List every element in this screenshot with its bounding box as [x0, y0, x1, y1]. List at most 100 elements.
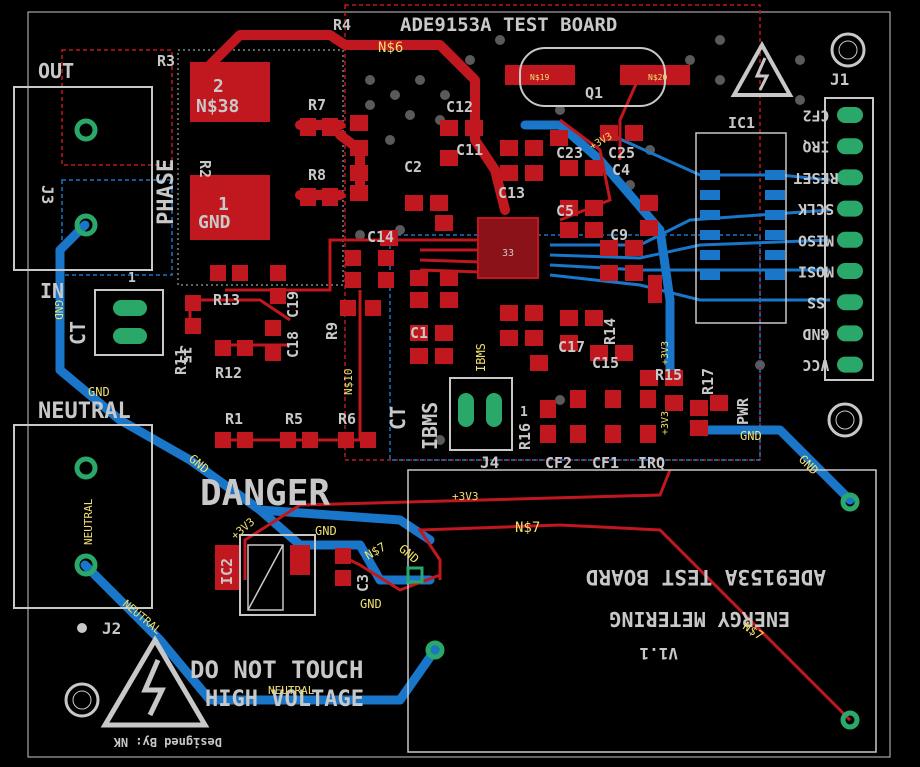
- q1-crystal-outline: [519, 47, 666, 107]
- ref-c9: C9: [610, 226, 628, 244]
- ref-r15: R15: [655, 366, 682, 384]
- ref-c25: C25: [608, 144, 635, 162]
- net-v33: +3V3: [452, 490, 479, 503]
- net-n6: N$6: [378, 40, 403, 56]
- ref-c5: C5: [556, 202, 574, 220]
- ref-r6: R6: [338, 410, 356, 428]
- net-v33e: +3V3: [660, 411, 671, 435]
- in-label: IN: [40, 279, 64, 303]
- net-gnd1: GND: [88, 385, 110, 399]
- out-label: OUT: [38, 59, 74, 83]
- ref-cf1: CF1: [592, 454, 619, 472]
- ref-r2: R2: [196, 160, 214, 178]
- j1-pad: [837, 169, 863, 186]
- ct-label-j4: CT: [386, 406, 410, 430]
- net-gnd8: GND: [52, 300, 65, 320]
- ref-c11: C11: [456, 141, 483, 159]
- net-ibms_net: IBMS: [474, 343, 488, 372]
- j3-terminal-block: [13, 86, 153, 271]
- net-n7: N$7: [515, 520, 540, 536]
- j3-label: J3: [38, 185, 57, 204]
- header-pin-label-miso: MISO: [798, 231, 834, 249]
- ref-c4: C4: [612, 161, 630, 179]
- j1-pad: [837, 263, 863, 279]
- ref-c18: C18: [284, 331, 302, 358]
- j1-pad: [837, 200, 863, 217]
- mounting-holes: [64, 32, 866, 718]
- ref-c2: C2: [404, 158, 422, 176]
- ref-r4: R4: [333, 16, 351, 34]
- ct-label-j5: CT: [66, 321, 90, 345]
- j4-label: J4: [480, 453, 499, 472]
- header-pin-label-vcc: VCC: [802, 356, 829, 374]
- net-gnd5: GND: [360, 597, 382, 611]
- ref-r5: R5: [285, 410, 303, 428]
- keepout-in: [61, 179, 173, 276]
- header-pin-label-irq: IRQ: [802, 138, 829, 156]
- net-gnd6: GND: [740, 429, 762, 443]
- neutral-label: NEUTRAL: [38, 399, 131, 424]
- ref-c12: C12: [446, 98, 473, 116]
- ref-c17: C17: [558, 338, 585, 356]
- ref-r16: R16: [516, 423, 534, 450]
- ref-r17: R17: [699, 368, 717, 395]
- j1-label: J1: [830, 70, 849, 89]
- net-n19: N$19: [530, 73, 549, 82]
- ref-cf2: CF2: [545, 454, 572, 472]
- ref-r7: R7: [308, 96, 326, 114]
- ref-c15: C15: [592, 354, 619, 372]
- ic1-pads: [700, 170, 785, 280]
- via-field: [355, 35, 805, 445]
- gnd-pour-label: GND: [198, 212, 231, 233]
- pad-1-label: 1: [218, 194, 229, 215]
- j4-connector: [449, 377, 513, 451]
- header-pin-label-gnd: GND: [802, 325, 829, 343]
- hv-warning-icon: [730, 40, 794, 97]
- ref-ic1: IC1: [728, 114, 755, 132]
- j1-pad: [837, 231, 863, 248]
- ref-c14: C14: [367, 228, 394, 246]
- keepout-top: [344, 4, 761, 461]
- j1-pad: [837, 294, 863, 311]
- j1-pad: [837, 325, 863, 342]
- ref-pwr: PWR: [734, 397, 752, 425]
- smd-pads: [185, 115, 728, 586]
- header-pin-label-sclk: SCLK: [798, 200, 834, 218]
- j4-pin1: 1: [520, 405, 528, 420]
- ref-r9: R9: [323, 322, 341, 340]
- ct-pads: [113, 300, 502, 427]
- ref-c19: C19: [284, 291, 302, 318]
- ref-r1: R1: [225, 410, 243, 428]
- j2-terminal-block: [13, 424, 153, 609]
- phase-label: PHASE: [154, 159, 179, 225]
- ref-r13: R13: [213, 291, 240, 309]
- mirrored-version: V1.1: [639, 644, 678, 663]
- ref-irq: IRQ: [638, 454, 665, 472]
- j5-pin1: 1: [128, 271, 136, 286]
- j5-label: J5: [176, 345, 195, 364]
- ic2-outline: [239, 534, 316, 616]
- ref-r8: R8: [308, 166, 326, 184]
- j1-pad: [837, 138, 863, 155]
- j1-pads: [837, 107, 863, 373]
- net-v33b: +3V3: [229, 515, 258, 542]
- ref-c23: C23: [556, 144, 583, 162]
- mirrored-title: ADE9153A TEST BOARD: [586, 565, 826, 589]
- ref-r11: R11: [172, 348, 190, 375]
- ic2-body: [247, 544, 284, 611]
- board-title: ADE9153A TEST BOARD: [400, 14, 617, 36]
- ade9153a-chip: [477, 217, 539, 279]
- danger-label: DANGER: [200, 473, 330, 514]
- ref-c13: C13: [498, 184, 525, 202]
- j2-label: J2: [102, 619, 121, 638]
- terminal-pads: [74, 118, 860, 730]
- ref-ic2: IC2: [218, 558, 236, 585]
- hv-warning-large-icon: [100, 635, 210, 728]
- ref-q1: Q1: [585, 84, 603, 102]
- net-neutral2: NEUTRAL: [120, 597, 164, 637]
- pad-2-label: 2: [213, 76, 224, 97]
- ic1-outline: [695, 132, 787, 324]
